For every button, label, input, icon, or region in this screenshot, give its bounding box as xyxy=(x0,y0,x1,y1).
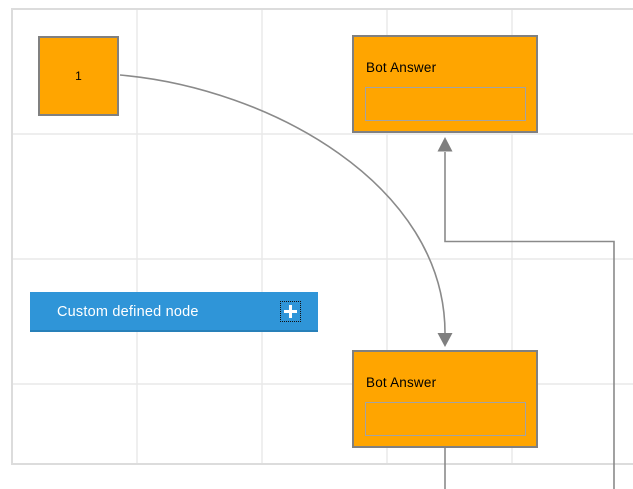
connectors xyxy=(119,74,615,489)
arrowhead-down-icon xyxy=(437,333,453,347)
node-custom-defined[interactable]: Custom defined node xyxy=(30,292,318,332)
node-bot-answer-bottom[interactable]: Bot Answer xyxy=(352,350,538,448)
node-custom-label: Custom defined node xyxy=(57,304,199,320)
grid-boundary xyxy=(11,8,633,465)
bot-answer-textbox[interactable] xyxy=(365,87,526,121)
arrowhead-up-icon xyxy=(437,137,453,152)
add-node-button[interactable] xyxy=(280,301,301,322)
node-start-label: 1 xyxy=(75,69,82,83)
node-title: Bot Answer xyxy=(366,375,437,390)
node-title: Bot Answer xyxy=(366,60,437,75)
bot-answer-textbox[interactable] xyxy=(365,402,526,436)
plus-icon xyxy=(284,305,297,318)
node-bot-answer-top[interactable]: Bot Answer xyxy=(352,35,538,133)
connector-curved[interactable] xyxy=(119,74,446,334)
node-start[interactable]: 1 xyxy=(38,36,119,116)
connector-orthogonal[interactable] xyxy=(444,152,615,489)
